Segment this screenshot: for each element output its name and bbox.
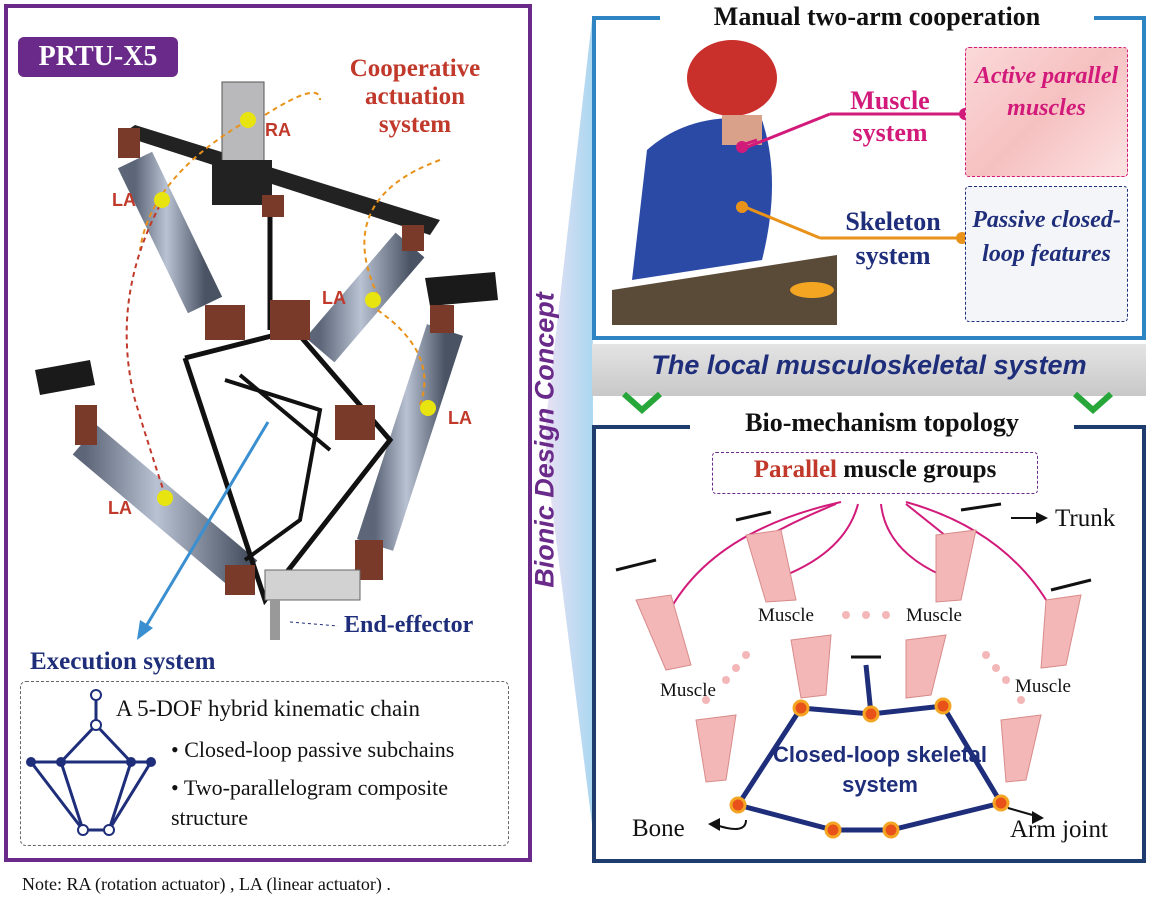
linear-actuator-1: [117, 151, 223, 314]
la-label: LA: [108, 498, 132, 518]
la-label: LA: [112, 190, 136, 210]
bionic-band: [546, 20, 594, 840]
muscle-icon: [695, 714, 737, 783]
passive-features-box: [965, 186, 1128, 322]
closed-loop-label: Closed-loop skeletal system: [773, 742, 987, 797]
actuator-marker: [240, 112, 256, 128]
active-muscles-label: Active parallel muscles: [974, 63, 1119, 121]
arm-joint-label: Arm joint: [1010, 816, 1108, 843]
bone-label: Bone: [632, 815, 685, 842]
closed-loop-skeleton: [735, 703, 1005, 833]
muscle-icon: [905, 634, 947, 699]
active-muscles-box: [965, 47, 1128, 177]
end-effector-label: End-effector: [344, 612, 474, 638]
cooperative-actuation-label: Cooperative actuation system: [349, 55, 481, 138]
pipe: [612, 255, 837, 325]
musculoskeletal-band: [592, 344, 1146, 396]
robot-illustration: [35, 81, 498, 640]
muscle-icon: [1000, 714, 1042, 783]
muscle-label: Muscle: [758, 605, 814, 626]
passive-features-label: Passive closed-loop features: [972, 207, 1121, 267]
muscle-label: Muscle: [906, 605, 962, 626]
helmet-icon: [687, 40, 777, 116]
bionic-design-concept-label: Bionic Design Concept: [529, 292, 560, 588]
topology-title: Bio-mechanism topology: [690, 408, 1074, 438]
ra-label: RA: [265, 120, 291, 140]
muscle-system-label: Muscle system: [850, 86, 930, 147]
musculoskeletal-title: The local musculoskeletal system: [651, 350, 1087, 380]
linear-actuator-3: [356, 324, 464, 551]
muscle-groups-label: Parallel muscle groups: [753, 456, 997, 483]
execution-system-label: Execution system: [30, 648, 216, 675]
kinematic-chain-graph: [26, 689, 156, 836]
muscle-icon: [635, 594, 692, 671]
connector-lines: [744, 108, 970, 244]
parallelogram-linkage: [182, 327, 394, 606]
muscle-groups-box: [712, 452, 1038, 494]
kinematic-chain-box: A 5-DOF hybrid kinematic chain • Closed-…: [20, 681, 509, 846]
chain-title: A 5-DOF hybrid kinematic chain: [116, 696, 421, 721]
worker-jacket: [632, 118, 772, 280]
joint: [118, 128, 140, 158]
chevron-down-icon: [1073, 391, 1113, 415]
linear-actuator-4: [72, 425, 258, 590]
worker-photo: [612, 40, 837, 325]
bullet-item: • Closed-loop passive subchains: [171, 737, 455, 762]
la-label: LA: [322, 288, 346, 308]
la-label: LA: [448, 408, 472, 428]
robot-name-badge: PRTU-X5: [18, 37, 178, 77]
skeleton-system-label: Skeleton system: [845, 207, 941, 270]
muscle-icon: [1040, 594, 1082, 669]
chevron-down-icon: [622, 391, 662, 415]
manual-cooperation-title: Manual two-arm cooperation: [660, 2, 1094, 32]
joint-node: [792, 699, 810, 717]
bullet-item: • Two-parallelogram composite structure: [171, 775, 449, 830]
muscle-icon: [790, 634, 832, 699]
execution-arrow: [143, 421, 270, 629]
muscle-icon: [935, 529, 977, 603]
trunk-label: Trunk: [1055, 505, 1116, 532]
linear-actuator-2: [305, 232, 425, 363]
topology-diagram: [615, 501, 1092, 839]
muscle-label: Muscle: [1015, 676, 1071, 697]
muscle-icon: [745, 529, 797, 603]
muscle-label: Muscle: [660, 680, 716, 701]
down-chevrons: [622, 391, 1113, 415]
footnote: Note: RA (rotation actuator) , LA (linea…: [22, 874, 391, 894]
